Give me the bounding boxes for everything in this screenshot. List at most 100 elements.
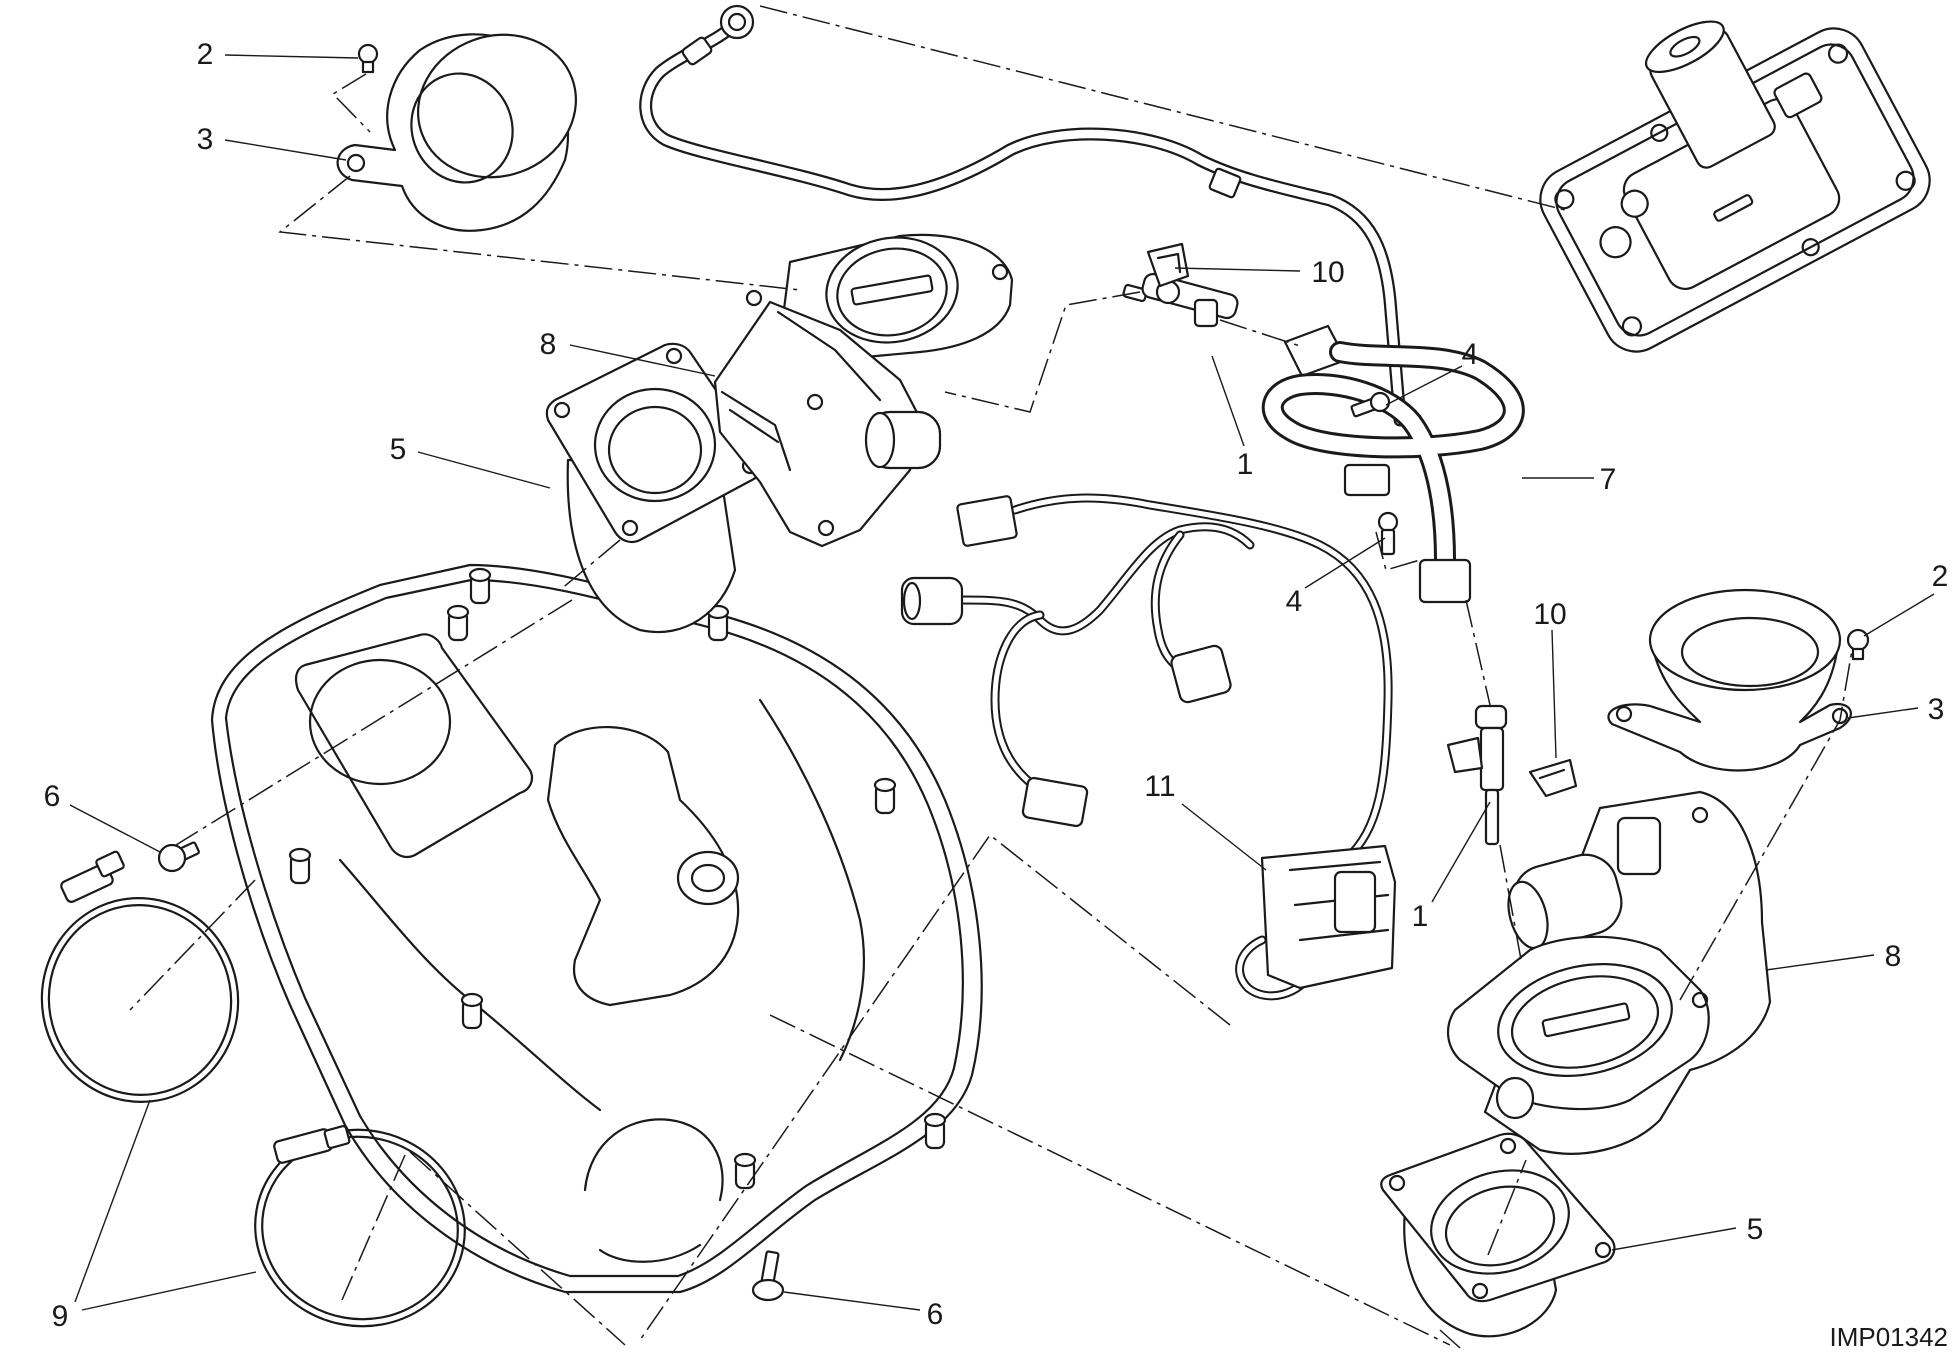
gasket-left-hole <box>665 347 683 365</box>
leader-screw-airbox-bottom <box>783 1291 921 1311</box>
throttle-left-bolt <box>817 519 835 537</box>
airbox-intake-bore <box>308 658 452 786</box>
funnel-left-inner <box>410 72 514 184</box>
assembly-line <box>409 1151 626 1346</box>
screw-head <box>357 43 379 65</box>
injector-lower <box>1446 704 1508 846</box>
throttle-left-bolt <box>806 393 824 411</box>
gasket-left-hole <box>621 519 639 537</box>
fuel-pipe-quick-connector <box>719 4 755 40</box>
fuel-hose-inner <box>1264 344 1522 568</box>
hose-clamp-bottom-band-inner <box>261 1135 459 1321</box>
assembly-line <box>1499 844 1523 966</box>
fuel-pump-cylinder-top <box>1644 20 1725 74</box>
callout-funnel-right: 3 <box>1928 693 1945 726</box>
hose-clamp-bottom-screw <box>323 1125 351 1149</box>
injector-upper-body <box>1141 272 1239 320</box>
intake-gasket-left <box>545 342 764 634</box>
throttle-right-bore-inner <box>1510 975 1660 1069</box>
airbox-boss <box>923 1112 947 1150</box>
funnel-left-mouth <box>417 33 577 179</box>
intake-gasket-right <box>1380 1132 1616 1338</box>
callout-funnel-left: 3 <box>197 123 214 156</box>
injector-lower-tip <box>1484 788 1500 846</box>
throttle-right-bolt <box>1691 806 1709 824</box>
callout-gasket-left: 5 <box>390 433 407 466</box>
callout-injector-lower: 1 <box>1412 900 1429 933</box>
assembly-line <box>1679 649 1853 1001</box>
leader-screw-right <box>1863 593 1935 637</box>
screw-airbox-bottom <box>751 1250 785 1302</box>
airbox-boss <box>873 777 897 815</box>
hose-clamp-bottom <box>254 1125 466 1328</box>
callout-screw-airbox-left: 6 <box>44 780 61 813</box>
fuel-pump-port <box>1620 189 1649 218</box>
assembly-line <box>1439 1329 1461 1349</box>
leader-wiring-harness <box>1181 803 1267 871</box>
callout-throttle-body-right: 8 <box>1885 940 1902 973</box>
injector-lower-body <box>1479 726 1505 792</box>
airbox-boss-top <box>873 777 897 793</box>
leader-funnel-right <box>1847 707 1919 719</box>
airbox-rim <box>224 578 964 1278</box>
gasket-right-hole <box>1499 1137 1517 1155</box>
injector-lower-connector <box>1446 736 1484 774</box>
airbox-boss <box>460 992 484 1030</box>
leader-screw-airbox-left <box>69 804 161 853</box>
airbox-inner-contour <box>758 698 865 1062</box>
injector-upper <box>1122 272 1239 328</box>
throttle-right-connector <box>1616 816 1662 876</box>
hose-clamp-left <box>40 850 240 1103</box>
callout-screw-airbox-bottom: 6 <box>927 1298 944 1331</box>
callout-wiring-harness: 11 <box>1144 770 1175 803</box>
leader-gasket-left <box>417 451 551 489</box>
assembly-line <box>1219 319 1301 347</box>
airbox-center-cap <box>676 850 740 906</box>
leader-hose-clamp-bottom <box>81 1271 257 1311</box>
hose-clamp-bottom-band <box>254 1128 466 1328</box>
harness-main-connector-latch <box>1333 870 1377 934</box>
bolt-upper <box>1350 391 1391 418</box>
clip-lower-detail <box>1538 768 1566 780</box>
screw-airbox-left <box>157 841 200 873</box>
callout-hose-clamps: 9 <box>52 1300 69 1333</box>
airbox-boss-top <box>733 1152 757 1168</box>
funnel-right-flange-hole <box>1831 707 1849 725</box>
callout-leaders <box>69 54 1935 1311</box>
harness-connector-a <box>956 495 1018 547</box>
harness-branch-wire-inner <box>957 524 1253 634</box>
drawing-code: IMP01342 <box>1829 1322 1948 1352</box>
screw-left <box>357 43 379 74</box>
fuel-pipe-clip <box>1208 167 1242 199</box>
leader-clip-upper <box>1174 267 1301 272</box>
hose-clamp-left-band-inner <box>47 904 233 1096</box>
screw-head <box>1846 628 1870 652</box>
fuel-pump-slot <box>1713 194 1754 222</box>
funnel-right-inner <box>1680 616 1820 688</box>
assembly-line <box>944 291 1141 413</box>
funnel-right-flange-hole <box>1615 705 1633 723</box>
clip-lower-body <box>1528 758 1578 798</box>
airbox-boss <box>446 604 470 642</box>
callout-injector-upper: 1 <box>1237 448 1254 481</box>
callout-clip-upper: 10 <box>1311 256 1344 289</box>
leader-injector-upper <box>1211 355 1245 447</box>
assembly-line <box>769 1014 1451 1346</box>
fuel-pump-bolt-hole <box>1801 238 1820 257</box>
assembly-line <box>175 599 573 846</box>
assembly-line <box>559 539 621 591</box>
harness-connector-b <box>900 576 964 626</box>
airbox-boss-top <box>460 992 484 1008</box>
throttle-right-bolt <box>1691 991 1709 1009</box>
throttle-left-rib <box>720 390 792 472</box>
air-funnel-right <box>1607 588 1852 772</box>
screw-head <box>751 1278 785 1302</box>
assembly-line <box>331 73 371 133</box>
funnel-left-flange-hole <box>346 153 366 173</box>
bolt-lower <box>1377 511 1399 556</box>
harness-branch-wire <box>990 610 1045 795</box>
throttle-left-bore-inner <box>836 247 948 337</box>
gasket-left-bore <box>593 387 717 503</box>
airbox-boss <box>288 847 312 885</box>
